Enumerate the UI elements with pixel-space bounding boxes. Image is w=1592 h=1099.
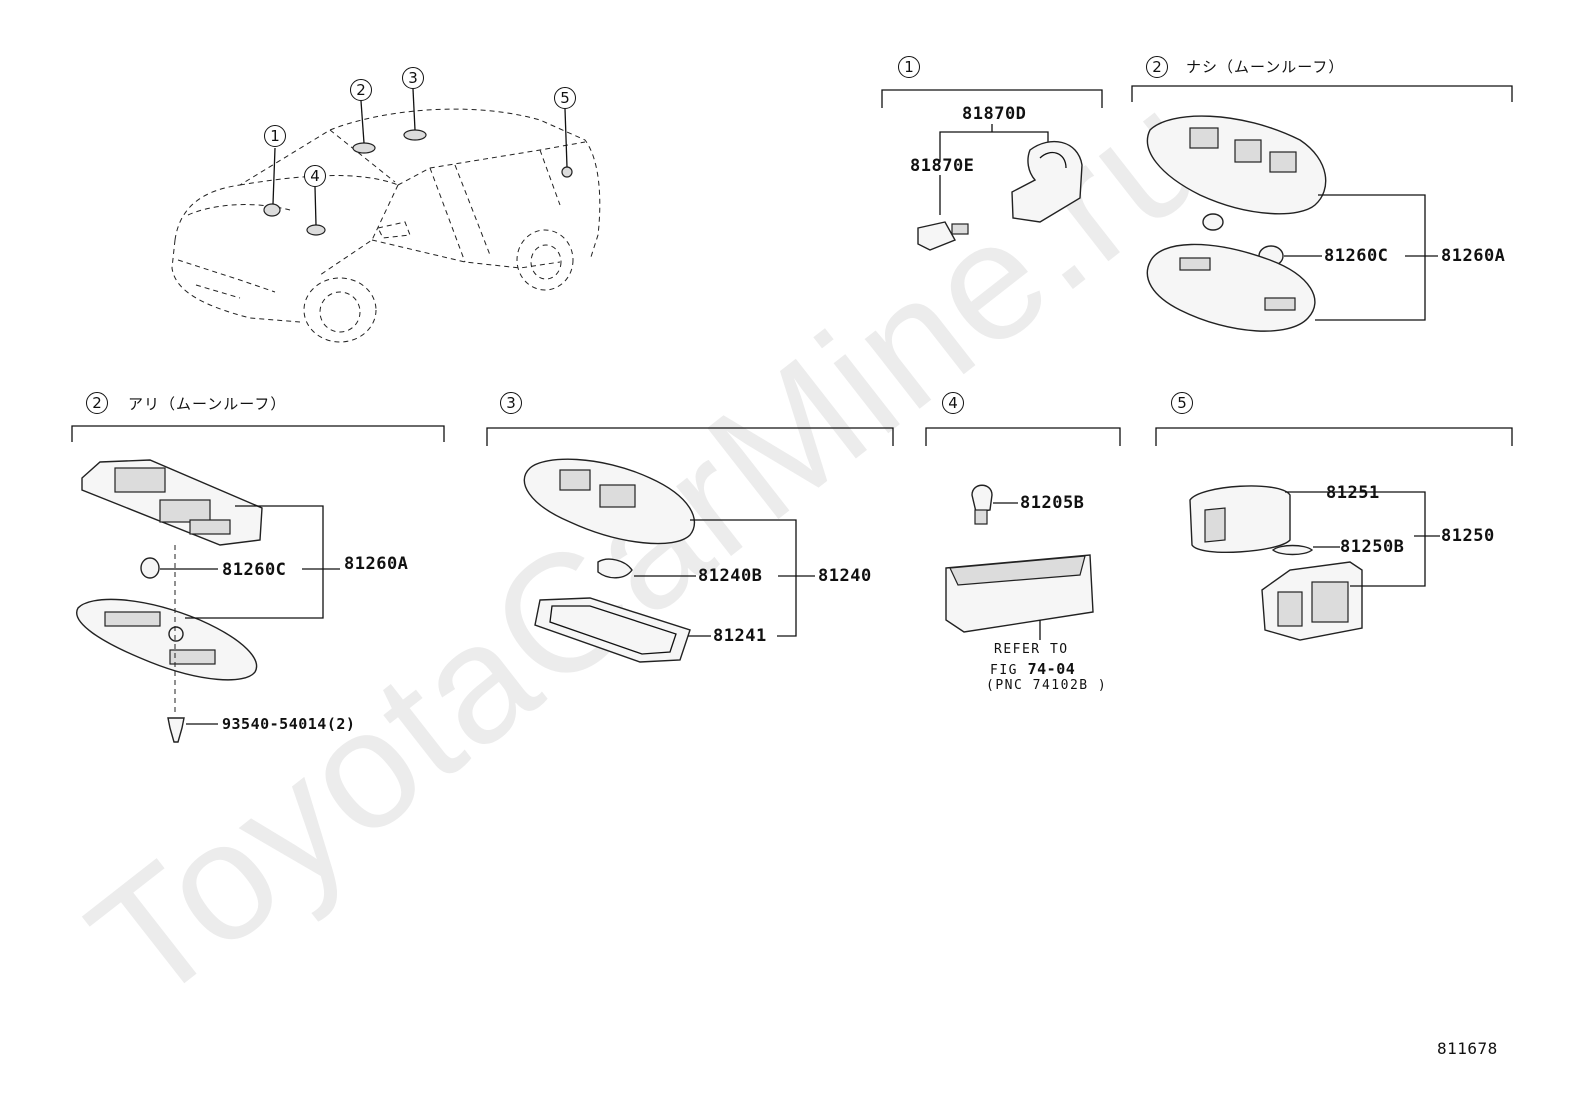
part-label-81260A-b: 81260A (344, 554, 409, 574)
refer-fig: FIG (990, 663, 1018, 678)
section-2b-caption: アリ（ムーンルーフ） (128, 395, 287, 413)
section-2b-number: 2 (86, 392, 108, 414)
section-1-artwork (881, 89, 1103, 251)
part-label-81260C-a: 81260C (1324, 246, 1389, 266)
part-label-81260A-a: 81260A (1441, 246, 1506, 266)
part-label-81250B: 81250B (1340, 537, 1405, 557)
refer-fig-number: 74-04 (1027, 660, 1076, 678)
section-4-number: 4 (942, 392, 964, 414)
car-illustration (171, 88, 601, 343)
section-3-artwork (486, 427, 894, 663)
section-2a-number: 2 (1146, 56, 1168, 78)
callout-4: 4 (304, 165, 326, 187)
section-3-number: 3 (500, 392, 522, 414)
section-2a-artwork (1131, 85, 1513, 332)
callout-3: 3 (402, 67, 424, 89)
refer-line-3: (PNC 74102B ) (986, 678, 1108, 693)
part-label-screw: 93540-54014(2) (222, 715, 356, 733)
section-1-number: 1 (898, 56, 920, 78)
refer-line-1: REFER TO (994, 642, 1069, 657)
section-4-artwork (925, 427, 1121, 640)
part-label-81870D: 81870D (962, 104, 1027, 124)
callout-5: 5 (554, 87, 576, 109)
refer-line-2: FIG 74-04 (990, 659, 1075, 678)
part-label-81250: 81250 (1441, 526, 1495, 546)
part-label-81260C-b: 81260C (222, 560, 287, 580)
section-5-artwork (1155, 427, 1513, 641)
part-label-81241: 81241 (713, 626, 767, 646)
callout-1: 1 (264, 125, 286, 147)
section-2b-artwork (71, 425, 445, 743)
part-label-81240B: 81240B (698, 566, 763, 586)
part-label-81205B: 81205B (1020, 493, 1085, 513)
section-2a-caption: ナシ（ムーンルーフ） (1186, 58, 1345, 76)
diagram-id: 811678 (1437, 1039, 1498, 1058)
part-label-81240: 81240 (818, 566, 872, 586)
part-label-81251: 81251 (1326, 483, 1380, 503)
callout-2: 2 (350, 79, 372, 101)
part-label-81870E: 81870E (910, 156, 975, 176)
section-5-number: 5 (1171, 392, 1193, 414)
